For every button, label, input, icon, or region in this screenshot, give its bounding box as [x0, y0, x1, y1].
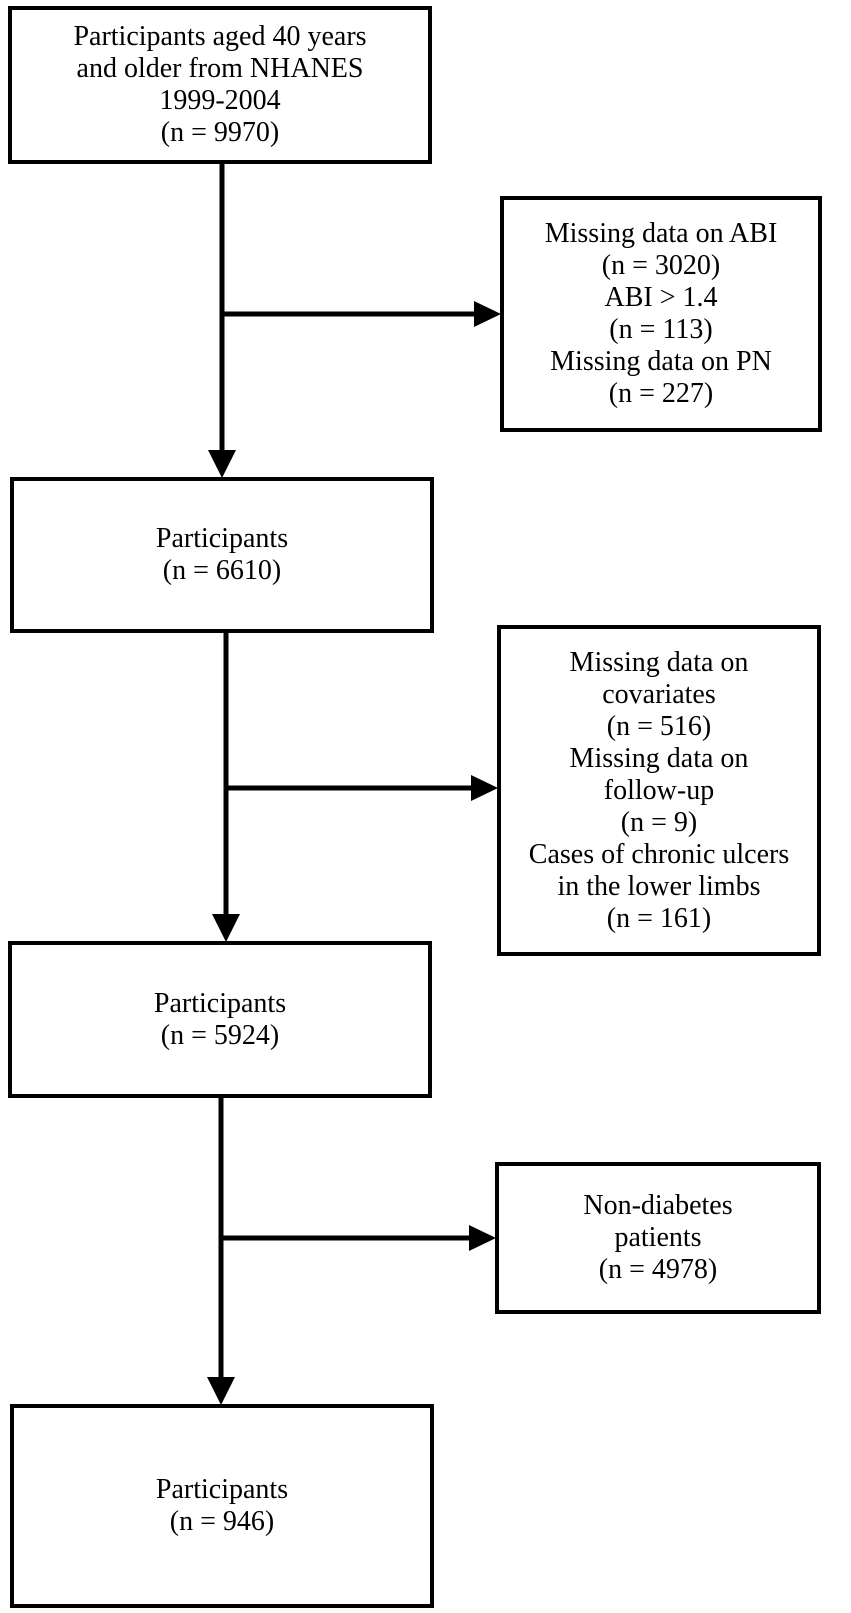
arrow-head-down-2	[212, 914, 240, 942]
participants-box-2: Participants (n = 6610)	[10, 477, 434, 633]
arrow-head-down-1	[208, 450, 236, 478]
exclusion-1-line-6: (n = 227)	[608, 378, 714, 409]
exclusion-3-line-2: patients	[614, 1222, 702, 1253]
exclusion-2-line-2: covariates	[602, 678, 716, 710]
step-3-line-1: Participants	[153, 987, 287, 1019]
exclusion-2-line-8: in the lower limbs	[557, 870, 761, 902]
start-line-4: (n = 9970)	[160, 117, 280, 148]
exclusion-2-line-7: Cases of chronic ulcers	[528, 838, 790, 870]
final-line-1: Participants	[155, 1474, 289, 1505]
exclusion-box-1: Missing data on ABI (n = 3020) ABI > 1.4…	[500, 196, 822, 432]
exclusion-1-line-5: Missing data on PN	[550, 346, 772, 377]
arrow-head-right-2	[471, 775, 498, 801]
exclusion-2-line-1: Missing data on	[569, 646, 749, 678]
exclusion-box-3: Non-diabetes patients (n = 4978)	[495, 1162, 821, 1314]
exclusion-2-line-4: Missing data on	[569, 742, 749, 774]
final-box: Participants (n = 946)	[10, 1404, 434, 1608]
exclusion-1-line-4: (n = 113)	[609, 314, 713, 345]
start-line-3: 1999-2004	[159, 85, 281, 116]
arrow-head-right-1	[474, 301, 501, 327]
exclusion-2-line-5: follow-up	[603, 774, 715, 806]
step-2-line-1: Participants	[155, 523, 289, 554]
arrow-head-down-3	[207, 1377, 235, 1405]
exclusion-3-line-1: Non-diabetes	[583, 1190, 733, 1221]
exclusion-3-line-3: (n = 4978)	[598, 1254, 718, 1285]
start-line-2: and older from NHANES	[76, 53, 364, 84]
start-line-1: Participants aged 40 years	[73, 21, 367, 52]
exclusion-1-line-1: Missing data on ABI	[544, 218, 778, 249]
exclusion-2-line-9: (n = 161)	[606, 902, 712, 934]
exclusion-1-line-3: ABI > 1.4	[604, 282, 718, 313]
final-line-2: (n = 946)	[169, 1506, 275, 1537]
exclusion-2-line-3: (n = 516)	[606, 710, 712, 742]
step-3-line-2: (n = 5924)	[160, 1019, 280, 1051]
exclusion-2-line-6: (n = 9)	[620, 806, 698, 838]
start-box: Participants aged 40 years and older fro…	[8, 6, 432, 164]
step-2-line-2: (n = 6610)	[162, 555, 282, 586]
exclusion-box-2: Missing data on covariates (n = 516) Mis…	[497, 625, 821, 956]
arrow-head-right-3	[469, 1225, 496, 1251]
participants-box-3: Participants (n = 5924)	[8, 941, 432, 1098]
exclusion-1-line-2: (n = 3020)	[601, 250, 721, 281]
